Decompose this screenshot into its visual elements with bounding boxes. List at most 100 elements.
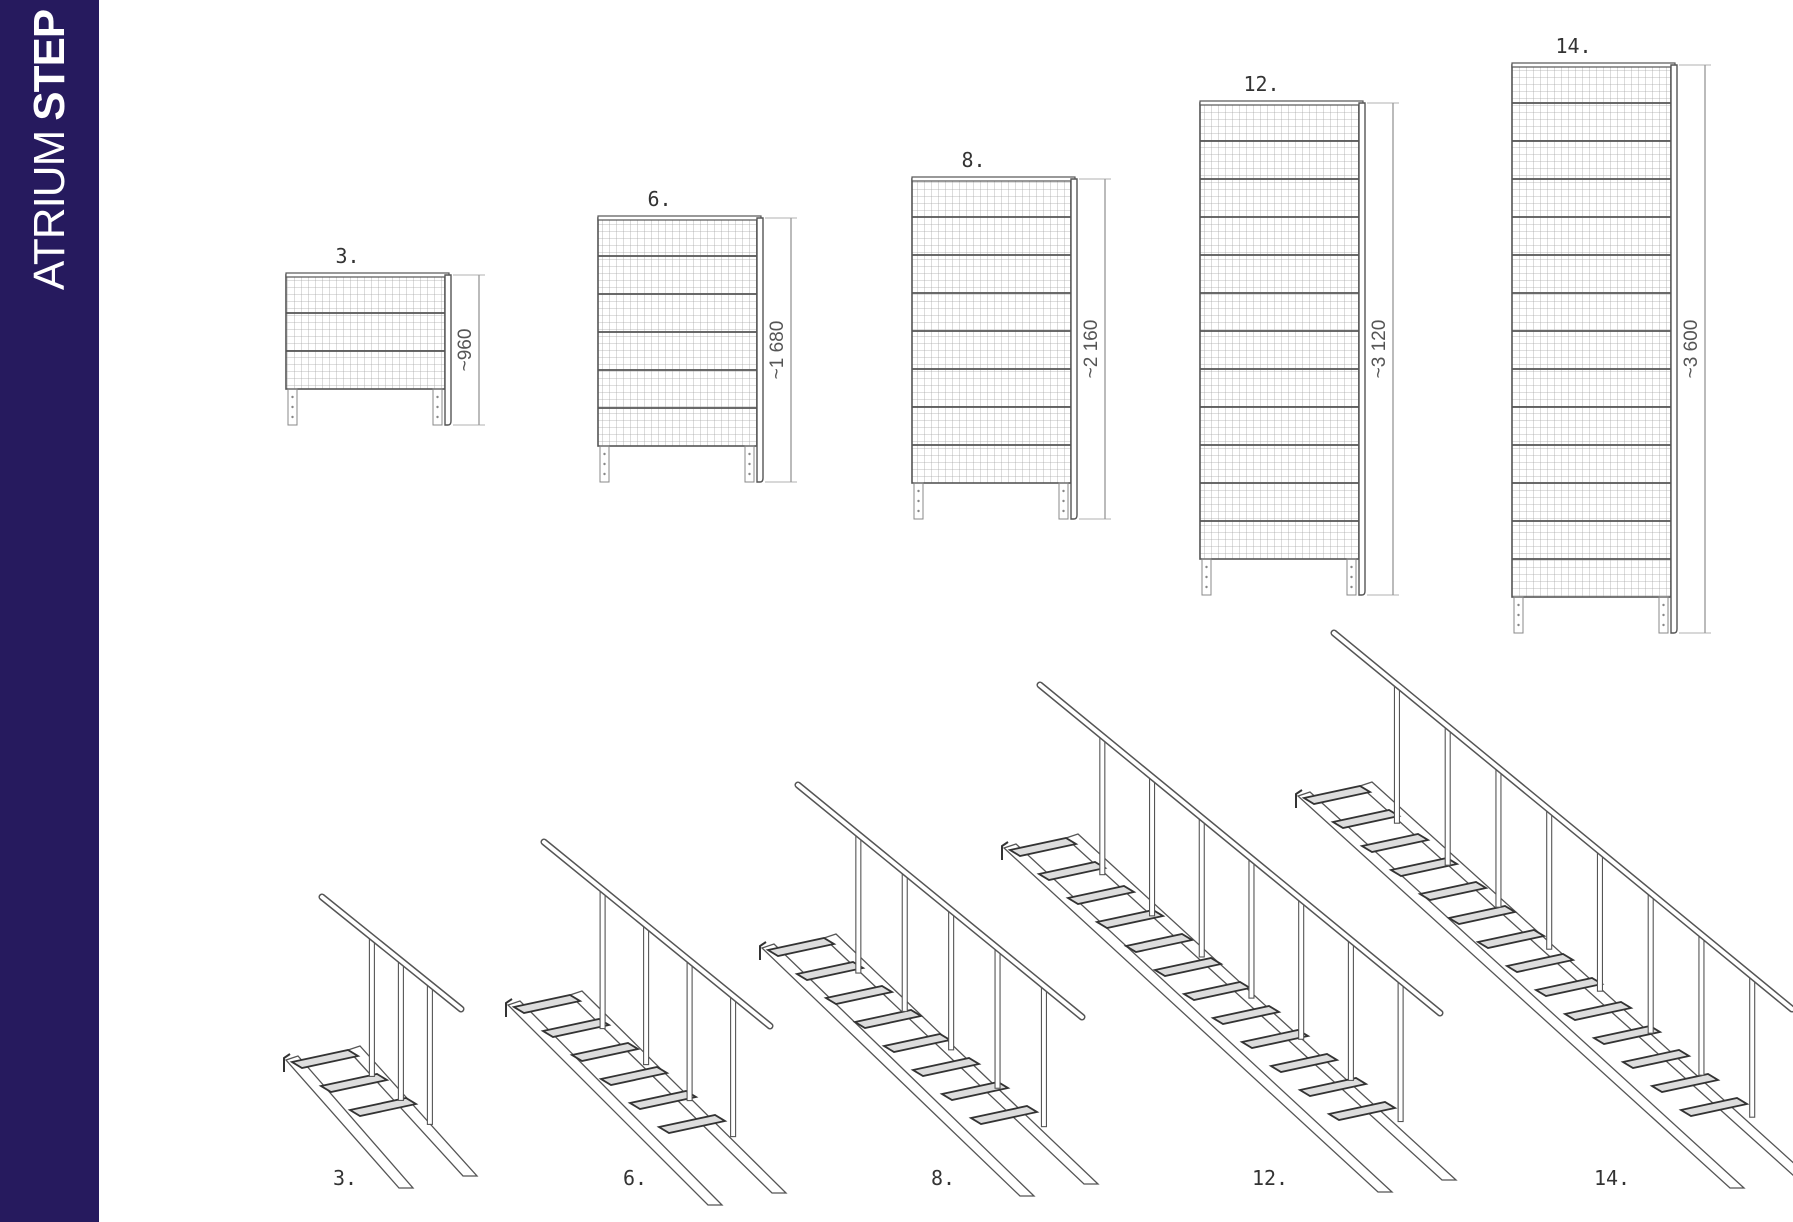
baluster (1298, 898, 1305, 1040)
stringer-leg (1058, 482, 1069, 520)
stringer-leg (599, 445, 610, 483)
bolt-hole (1517, 603, 1520, 607)
baluster (686, 959, 693, 1102)
handrail-post (1670, 64, 1678, 634)
bolt-hole (748, 452, 751, 456)
bolt-hole (1350, 585, 1353, 589)
baluster (1347, 938, 1354, 1081)
left-stringer (506, 1000, 724, 1206)
perspective-label: 8. (931, 1166, 955, 1190)
baluster (397, 960, 404, 1101)
baluster (426, 982, 433, 1125)
tread (823, 985, 895, 1005)
perspective-1: 3. (283, 893, 479, 1190)
tread (656, 1114, 728, 1134)
tread (1446, 905, 1518, 925)
tread (289, 1049, 361, 1069)
tread (939, 1081, 1011, 1101)
elevation-label: 3. (335, 244, 359, 268)
top-rail (1199, 100, 1364, 106)
baluster (901, 872, 908, 1012)
top-bracket (759, 941, 767, 960)
elevation-label: 8. (961, 148, 985, 172)
perspective-label: 12. (1252, 1166, 1288, 1190)
perspective-3: 8. (759, 781, 1100, 1197)
tread (1007, 837, 1079, 857)
baluster (1198, 817, 1205, 958)
tread (1152, 957, 1224, 977)
baluster (1148, 776, 1156, 917)
baluster (599, 890, 606, 1030)
tread (569, 1042, 641, 1062)
bolt-hole (1062, 499, 1065, 503)
handrail (320, 895, 463, 1011)
tread (1036, 861, 1108, 881)
tread (318, 1073, 390, 1093)
stringer-leg (744, 445, 755, 483)
tread (881, 1033, 953, 1053)
bolt-hole (291, 415, 294, 419)
tread (1678, 1097, 1750, 1117)
baluster (1248, 857, 1255, 999)
bolt-hole (436, 405, 439, 409)
stringer-leg (1346, 558, 1357, 596)
left-stringer (284, 1055, 415, 1189)
handrail (1038, 683, 1442, 1015)
bolt-hole (603, 472, 606, 476)
tread (1475, 929, 1547, 949)
tread (1297, 1077, 1369, 1097)
height-dimension: ~3 600 (1681, 320, 1702, 379)
baluster (1647, 892, 1654, 1034)
bolt-hole (436, 395, 439, 399)
baluster (1596, 850, 1603, 992)
baluster (1040, 984, 1047, 1128)
stringer-leg (1513, 596, 1524, 634)
top-bracket (1295, 789, 1303, 808)
baluster (855, 834, 862, 974)
handrail (1332, 631, 1793, 1011)
right-stringer (1358, 781, 1793, 1176)
baluster (1444, 726, 1451, 866)
bolt-hole (291, 405, 294, 409)
elevation-3: ~2 160 8. (911, 148, 1111, 520)
tread (1181, 981, 1253, 1001)
stringer-leg (432, 388, 443, 426)
perspective-2: 6. (505, 838, 788, 1206)
top-bracket (1001, 841, 1009, 860)
bolt-hole (1205, 565, 1208, 569)
bolt-hole (1350, 575, 1353, 579)
bolt-hole (917, 509, 920, 513)
top-rail (597, 215, 762, 221)
elevation-label: 14. (1555, 34, 1591, 58)
tread (511, 994, 583, 1014)
handrail-post (1358, 102, 1366, 596)
height-dimension: ~2 160 (1081, 320, 1102, 379)
tread (1326, 1101, 1398, 1121)
top-rail (911, 176, 1076, 182)
top-bracket (283, 1053, 291, 1072)
bolt-hole (1062, 489, 1065, 493)
bolt-hole (1517, 623, 1520, 627)
bolt-hole (1205, 575, 1208, 579)
mesh-panel (285, 274, 446, 390)
handrail-post (756, 217, 764, 483)
tread (540, 1018, 612, 1038)
bolt-hole (1205, 585, 1208, 589)
stringer-leg (287, 388, 298, 426)
tread (598, 1066, 670, 1086)
tread (852, 1009, 924, 1029)
elevation-label: 12. (1243, 72, 1279, 96)
handrail (542, 840, 772, 1028)
bolt-hole (748, 472, 751, 476)
perspective-label: 3. (333, 1166, 357, 1190)
bolt-hole (917, 489, 920, 493)
baluster (1397, 979, 1404, 1123)
bolt-hole (917, 499, 920, 503)
tread (1210, 1005, 1282, 1025)
tread (765, 937, 837, 957)
tread (968, 1105, 1040, 1125)
